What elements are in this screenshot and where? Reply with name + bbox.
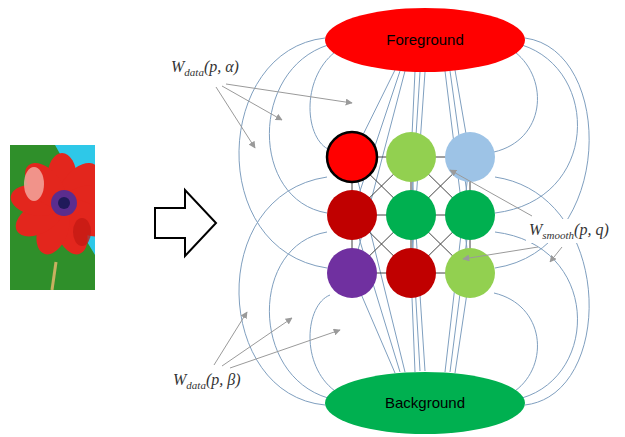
leader-arrow — [214, 312, 247, 365]
leader-arrow — [550, 247, 562, 262]
pixel-grid — [327, 132, 495, 298]
terminal-arc — [495, 45, 577, 213]
leader-arrow — [222, 86, 282, 120]
terminal-arc — [310, 52, 335, 150]
background-ellipse: Background — [325, 372, 525, 434]
weight-label: Wdata(p, α) — [168, 56, 242, 80]
weight-label: Wdata(p, β) — [170, 369, 244, 393]
weight-subscript: data — [186, 379, 206, 391]
pixel-node — [386, 132, 436, 182]
weight-arguments: (p, q) — [574, 221, 609, 238]
ellipse-shape — [325, 372, 525, 434]
weight-subscript: smooth — [542, 229, 574, 241]
flower-center — [51, 190, 77, 216]
petal — [17, 156, 73, 215]
pixel-node — [327, 190, 377, 240]
pixel-node — [386, 190, 436, 240]
ellipse-shape — [325, 8, 525, 72]
pixel-node — [445, 190, 495, 240]
weight-subscript: data — [184, 66, 204, 78]
node-label: Foreground — [386, 31, 464, 49]
pixel-node — [445, 132, 495, 182]
pixel-node — [386, 248, 436, 298]
petal-shade — [73, 218, 91, 246]
terminal-arc — [494, 293, 537, 391]
terminal-arcs — [239, 38, 589, 405]
flower-stem — [52, 262, 56, 290]
leader-lines — [214, 84, 562, 368]
terminal-arc — [495, 177, 589, 405]
pixel-node — [327, 132, 377, 182]
flower-photo — [10, 145, 95, 290]
terminal-arc — [495, 232, 577, 398]
weight-symbol: W — [173, 371, 186, 388]
terminal-arc — [310, 295, 335, 391]
leader-arrow — [226, 84, 352, 103]
leader-arrow — [216, 87, 255, 148]
leader-arrow — [230, 330, 340, 368]
leader-arrow — [450, 170, 532, 216]
terminal-arc — [239, 177, 327, 405]
block-arrow — [155, 190, 216, 256]
flower-core — [58, 197, 70, 209]
weight-label: Wsmooth(p, q) — [526, 219, 612, 243]
leader-arrow — [463, 247, 538, 259]
weight-symbol: W — [529, 221, 542, 238]
foreground-ellipse: Foreground — [325, 8, 525, 72]
terminal-arc — [239, 38, 327, 268]
terminal-arc — [269, 45, 328, 213]
weight-arguments: (p, α) — [204, 58, 239, 75]
terminal-arc — [269, 232, 328, 398]
weight-arguments: (p, β) — [206, 371, 241, 388]
pixel-node — [327, 248, 377, 298]
weight-symbol: W — [171, 58, 184, 75]
flower-petals — [10, 153, 95, 259]
petal-highlight — [24, 167, 44, 201]
terminal-arc — [494, 52, 537, 152]
node-label: Background — [385, 394, 465, 412]
